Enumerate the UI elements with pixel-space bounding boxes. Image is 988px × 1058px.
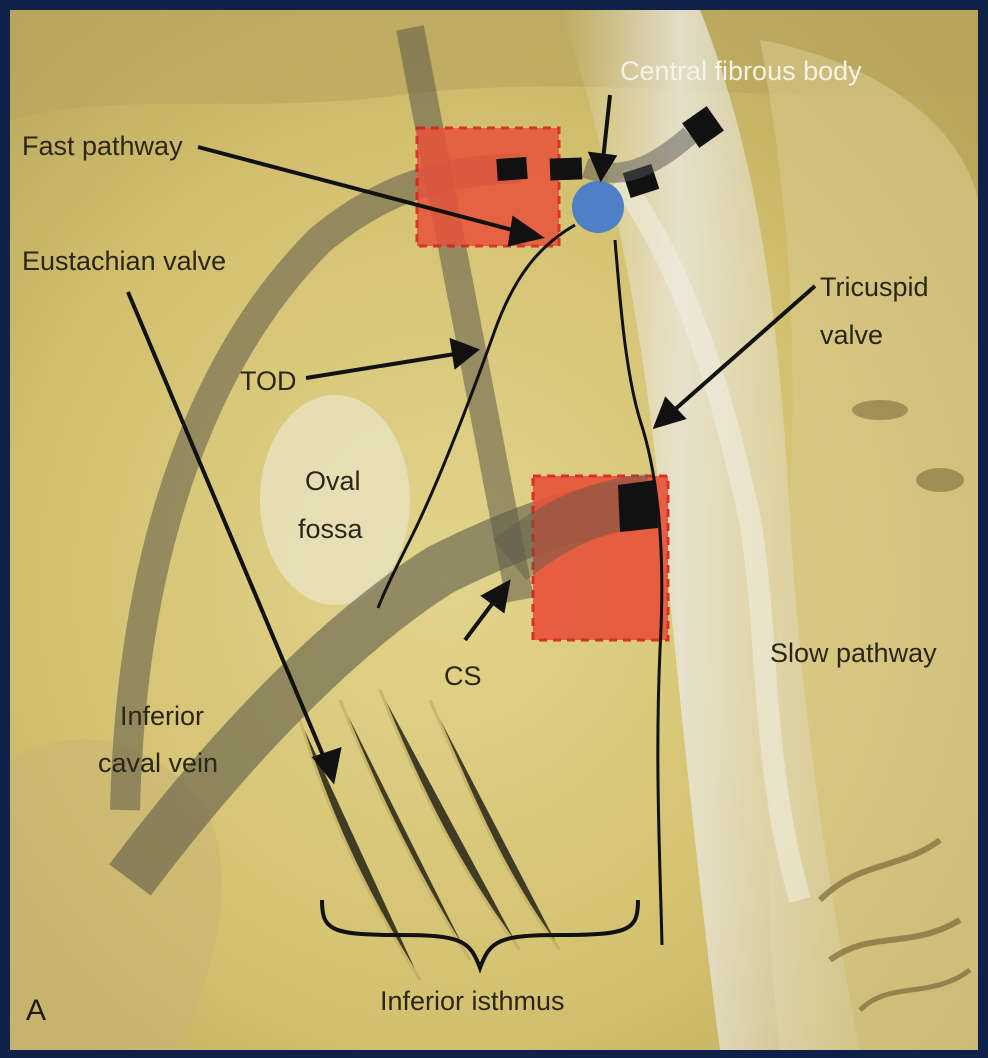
specimen-photo	[10, 10, 978, 1050]
catheter-tip	[618, 480, 658, 532]
label-inferior-isthmus: Inferior isthmus	[380, 986, 565, 1016]
label-oval-fossa-line1: Oval	[305, 466, 361, 496]
central-fibrous-body-marker	[572, 181, 624, 233]
label-fast-pathway: Fast pathway	[22, 131, 183, 161]
label-ivc-line2: caval vein	[98, 748, 218, 778]
label-ivc-line1: Inferior	[120, 701, 204, 731]
label-cs: CS	[444, 661, 482, 691]
label-oval-fossa-line2: fossa	[298, 514, 364, 544]
label-tricuspid-line1: Tricuspid	[820, 272, 929, 302]
label-tricuspid-line2: valve	[820, 320, 883, 350]
label-tod: TOD	[240, 366, 297, 396]
label-eustachian-valve: Eustachian valve	[22, 246, 226, 276]
label-slow-pathway: Slow pathway	[770, 638, 937, 668]
panel-letter: A	[26, 994, 46, 1027]
fast-pathway-zone	[417, 128, 559, 246]
label-central-fibrous-body: Central fibrous body	[620, 56, 862, 86]
